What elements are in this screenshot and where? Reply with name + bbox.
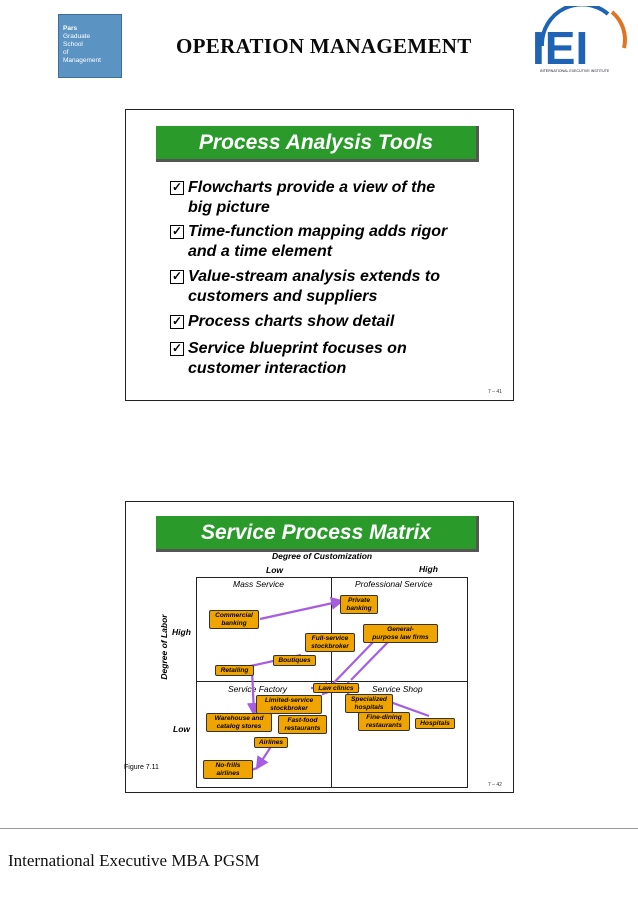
bullet-line: customers and suppliers <box>188 288 378 305</box>
checkbox-icon: ✓ <box>170 269 184 284</box>
item-law-clinics: Law clinics <box>313 683 359 693</box>
page-title: OPERATION MANAGEMENT <box>176 34 472 58</box>
bullet-line: customer interaction <box>188 360 347 377</box>
bullet-line: Time-function mapping adds rigor <box>188 223 448 240</box>
item-warehouse-catalog-stores: Warehouse and catalog stores <box>206 713 272 732</box>
checkbox-icon: ✓ <box>170 341 184 356</box>
item-fine-dining-restaurants: Fine-dining restaurants <box>358 712 410 731</box>
bullet-item: ✓ Time-function mapping adds rigor and a… <box>170 222 508 262</box>
logo-text-line: Graduate <box>63 33 91 40</box>
arrow-line <box>259 596 345 621</box>
bullet-item: ✓ Service blueprint focuses on customer … <box>170 339 508 379</box>
item-general-purpose-law-firms: General- purpose law firms <box>363 624 438 643</box>
slide-service-process-matrix: Service Process Matrix Degree of Customi… <box>124 501 514 793</box>
item-no-frills-airlines: No-frills airlines <box>203 760 253 779</box>
x-axis-low-label: Low <box>266 565 283 575</box>
y-axis-low-label: Low <box>173 724 190 734</box>
item-private-banking: Private banking <box>340 595 378 614</box>
bullet-line: Service blueprint focuses on <box>188 340 407 357</box>
checkbox-icon: ✓ <box>170 314 184 329</box>
iei-logo-text: IEI <box>532 22 588 74</box>
checkbox-icon: ✓ <box>170 224 184 239</box>
footer-text: International Executive MBA PGSM <box>8 851 260 870</box>
x-axis-title: Degree of Customization <box>272 551 373 561</box>
iei-tagline: INTERNATIONAL EXECUTIVE INSTITUTE <box>540 69 610 73</box>
pgsm-logo: Pars Graduate School of Management <box>58 14 122 78</box>
bullet-line: big picture <box>188 199 270 216</box>
quadrant-label: Mass Service <box>233 579 285 589</box>
item-boutiques: Boutiques <box>273 655 316 666</box>
slide-number: 7 – 41 <box>488 389 502 395</box>
bullet-line: Process charts show detail <box>188 313 395 330</box>
slide-process-analysis-tools: Process Analysis Tools ✓ Flowcharts prov… <box>125 109 514 401</box>
slide-number: 7 – 42 <box>488 782 502 788</box>
item-limited-service-stockbroker: Limited-service stockbroker <box>256 695 322 714</box>
item-hospitals: Hospitals <box>415 718 455 729</box>
logo-text-line: Pars <box>63 25 78 32</box>
matrix-divider-horizontal <box>196 681 467 682</box>
slide-title: Service Process Matrix <box>156 516 479 552</box>
item-fast-food-restaurants: Fast-food restaurants <box>278 715 327 734</box>
bullet-line: Flowcharts provide a view of the <box>188 179 436 196</box>
logo-text-line: School <box>63 41 83 48</box>
quadrant-label: Professional Service <box>355 579 433 589</box>
y-axis-high-label: High <box>172 627 191 637</box>
bullet-item: ✓ Value-stream analysis extends to custo… <box>170 267 508 307</box>
bullet-line: Value-stream analysis extends to <box>188 268 440 285</box>
logo-text-line: of <box>63 49 69 56</box>
footer-divider <box>0 828 638 829</box>
item-retailing: Retailing <box>215 665 254 676</box>
item-commercial-banking: Commercial banking <box>209 610 259 629</box>
logo-text-line: Management <box>63 57 101 64</box>
arrow-line <box>350 638 392 681</box>
quadrant-label: Service Factory <box>228 684 288 694</box>
matrix-grid <box>196 577 468 788</box>
bullet-item: ✓ Flowcharts provide a view of the big p… <box>170 178 508 218</box>
item-full-service-stockbroker: Full-service stockbroker <box>305 633 355 652</box>
quadrant-label: Service Shop <box>372 684 423 694</box>
checkbox-icon: ✓ <box>170 180 184 195</box>
bullet-item: ✓ Process charts show detail <box>170 312 508 332</box>
item-airlines: Airlines <box>254 737 288 748</box>
arrow-line <box>246 669 261 717</box>
iei-logo: IEI <box>532 6 627 74</box>
bullet-line: and a time element <box>188 243 333 260</box>
slide-title: Process Analysis Tools <box>156 126 479 162</box>
x-axis-high-label: High <box>419 564 438 574</box>
item-specialized-hospitals: Specialized hospitals <box>345 694 393 713</box>
figure-label: Figure 7.11 <box>124 764 159 771</box>
